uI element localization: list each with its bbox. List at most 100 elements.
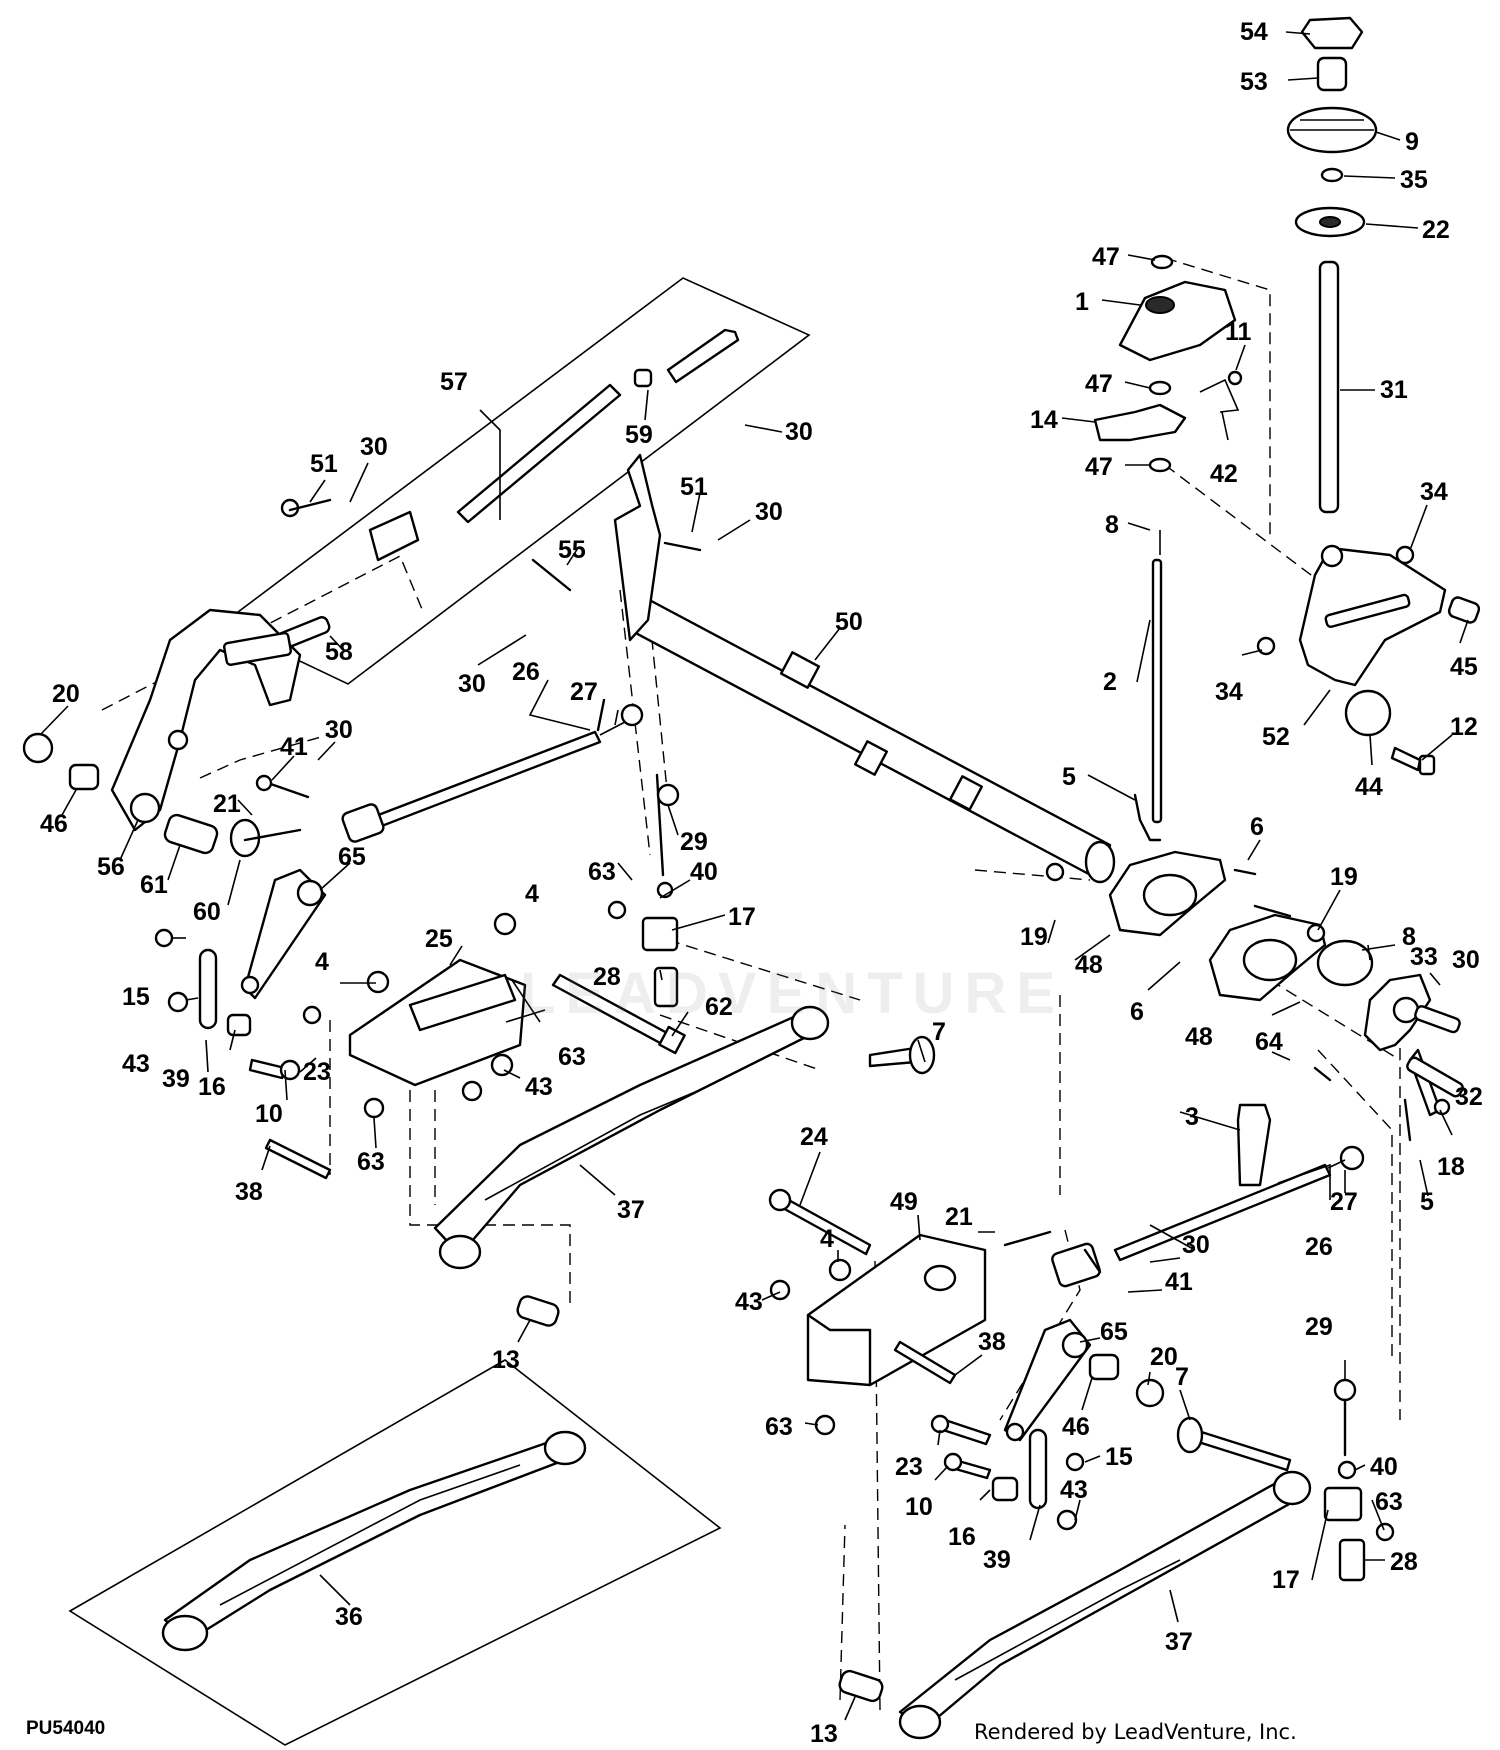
callout-13: 13	[492, 1346, 520, 1374]
callout-30: 30	[1182, 1231, 1210, 1259]
lift-link-part-36	[161, 1430, 587, 1652]
knob-stack-right	[1286, 16, 1378, 514]
callout-65: 65	[338, 843, 366, 871]
callout-4: 4	[525, 880, 539, 908]
callout-2: 2	[1103, 668, 1117, 696]
callout-30: 30	[325, 716, 353, 744]
callout-27: 27	[570, 678, 598, 706]
render-credit-label: Rendered by LeadVenture, Inc.	[970, 1720, 1301, 1744]
callout-labels: 54 53 9 35 22 47 1 11 31 47 14 47 42 34 …	[40, 18, 1483, 1748]
callout-52: 52	[1262, 723, 1290, 751]
callout-13: 13	[810, 1720, 838, 1748]
callout-51: 51	[680, 473, 708, 501]
callout-35: 35	[1400, 166, 1428, 194]
callout-34: 34	[1420, 478, 1448, 506]
callout-55: 55	[558, 536, 586, 564]
callout-63: 63	[558, 1043, 586, 1071]
callout-54: 54	[1240, 18, 1268, 46]
callout-31: 31	[1380, 376, 1408, 404]
callout-51: 51	[310, 450, 338, 478]
callout-64: 64	[1255, 1028, 1283, 1056]
callout-49: 49	[890, 1188, 918, 1216]
pivot-arm-right-part-65	[930, 1230, 1165, 1531]
drawing-id-label: PU54040	[26, 1718, 106, 1739]
shaft-kit-inset-box	[220, 277, 811, 685]
callout-7: 7	[932, 1018, 946, 1046]
callout-21: 21	[945, 1203, 973, 1231]
callout-28: 28	[593, 963, 621, 991]
callout-20: 20	[52, 680, 80, 708]
callout-43: 43	[735, 1288, 763, 1316]
callout-6: 6	[1250, 813, 1264, 841]
callout-19: 19	[1020, 923, 1048, 951]
callout-16: 16	[198, 1073, 226, 1101]
pedal-lever-part-56	[110, 608, 302, 832]
callout-47: 47	[1092, 243, 1120, 271]
mount-bracket-part-25	[348, 958, 527, 1087]
cross-shaft-part-50	[613, 453, 1116, 884]
callout-22: 22	[1422, 216, 1450, 244]
quadrant-assembly-right	[1093, 254, 1243, 842]
bolt-part-62	[551, 973, 686, 1055]
callout-15: 15	[122, 983, 150, 1011]
callout-33: 33	[1410, 943, 1438, 971]
callout-41: 41	[1165, 1268, 1193, 1296]
callout-38: 38	[235, 1178, 263, 1206]
callout-38: 38	[978, 1328, 1006, 1356]
callout-30: 30	[1452, 946, 1480, 974]
callout-47: 47	[1085, 370, 1113, 398]
mount-block-part-49	[768, 1188, 987, 1436]
callout-47: 47	[1085, 453, 1113, 481]
shift-rod-part-57	[275, 328, 740, 650]
callout-20: 20	[1150, 1343, 1178, 1371]
callout-28: 28	[1390, 1548, 1418, 1576]
callout-34: 34	[1215, 678, 1243, 706]
callout-37: 37	[617, 1196, 645, 1224]
callout-40: 40	[1370, 1453, 1398, 1481]
callout-1: 1	[1075, 288, 1089, 316]
callout-63: 63	[1375, 1488, 1403, 1516]
callout-4: 4	[820, 1225, 834, 1253]
callout-58: 58	[325, 638, 353, 666]
callout-10: 10	[905, 1493, 933, 1521]
callout-23: 23	[303, 1058, 331, 1086]
callout-30: 30	[360, 433, 388, 461]
callout-60: 60	[193, 898, 221, 926]
callout-21: 21	[213, 790, 241, 818]
callout-9: 9	[1405, 128, 1419, 156]
callout-5: 5	[1420, 1188, 1434, 1216]
callout-10: 10	[255, 1100, 283, 1128]
callout-30: 30	[755, 498, 783, 526]
callout-43: 43	[525, 1073, 553, 1101]
turnbuckle-right-parts-29-17-28	[1313, 1066, 1395, 1582]
callout-16: 16	[948, 1523, 976, 1551]
yoke-part-33	[1316, 939, 1464, 1142]
callout-39: 39	[162, 1065, 190, 1093]
callout-53: 53	[1240, 68, 1268, 96]
callout-63: 63	[588, 858, 616, 886]
callout-48: 48	[1075, 951, 1103, 979]
callout-63: 63	[765, 1413, 793, 1441]
callout-59: 59	[625, 421, 653, 449]
callout-11: 11	[1225, 318, 1252, 346]
callout-44: 44	[1355, 773, 1383, 801]
callout-7: 7	[1175, 1363, 1189, 1391]
callout-41: 41	[280, 733, 308, 761]
callout-leaders	[39, 31, 1469, 1721]
lift-link-left-part-37	[433, 1005, 830, 1327]
callout-48: 48	[1185, 1023, 1213, 1051]
callout-45: 45	[1450, 653, 1478, 681]
callout-62: 62	[705, 993, 733, 1021]
callout-8: 8	[1402, 923, 1416, 951]
watermark-text: LEADVENTURE	[520, 961, 1066, 1026]
callout-29: 29	[1305, 1313, 1333, 1341]
callout-15: 15	[1105, 1443, 1133, 1471]
pivot-arm-left-part-65	[240, 868, 327, 1000]
callout-39: 39	[983, 1546, 1011, 1574]
pin-part-3	[1236, 1103, 1272, 1187]
callout-36: 36	[335, 1603, 363, 1631]
callout-56: 56	[97, 853, 125, 881]
callout-50: 50	[835, 608, 863, 636]
bracket-right-part-52	[1256, 544, 1481, 776]
